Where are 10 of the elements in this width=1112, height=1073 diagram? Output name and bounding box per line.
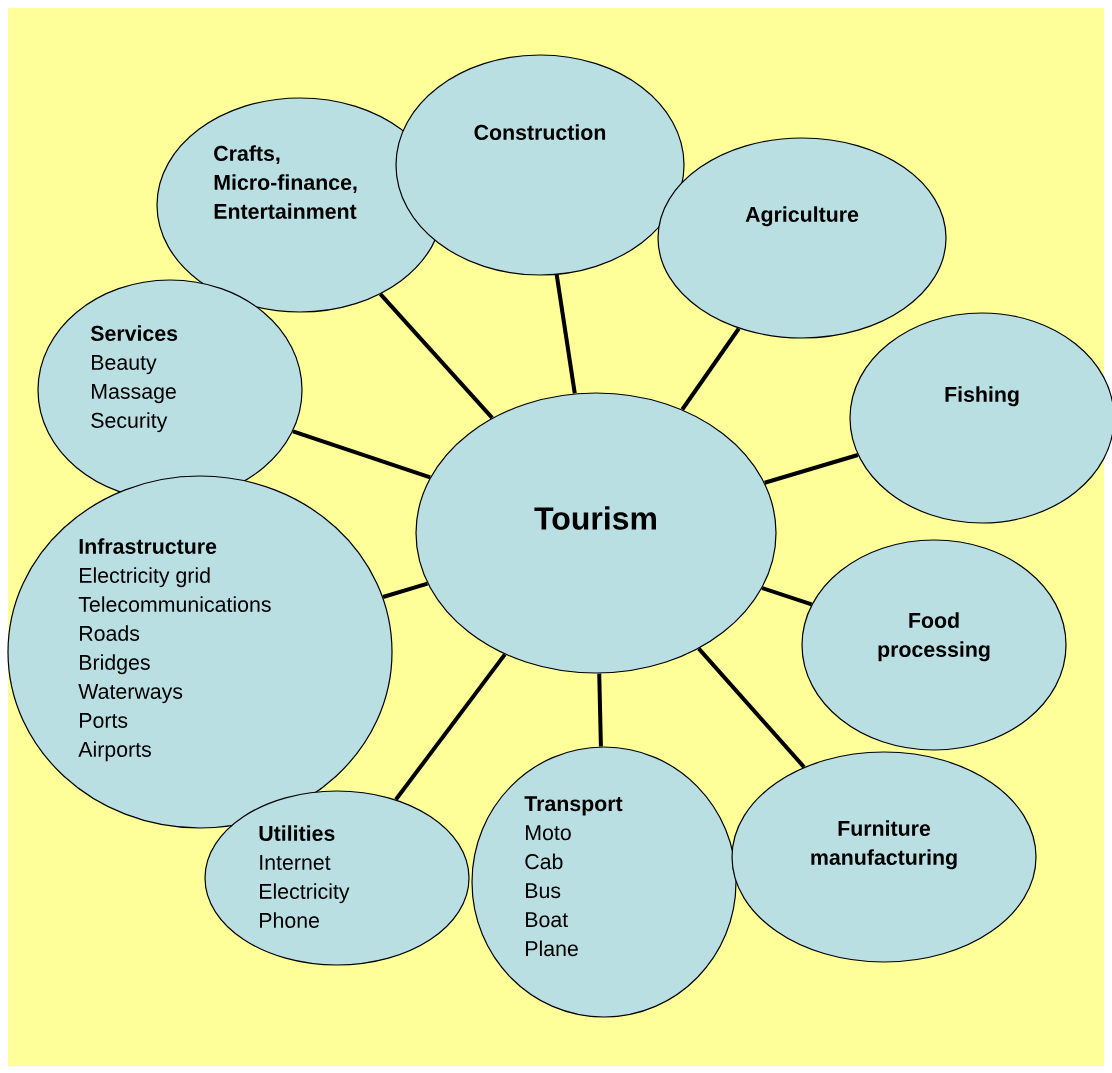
connector-line [597, 673, 603, 747]
connector-line [554, 274, 577, 394]
connector-line [761, 586, 813, 607]
connector-line [292, 429, 431, 480]
connector-line [697, 647, 806, 769]
connector-line [394, 653, 507, 801]
connector-line [764, 453, 859, 485]
connector-line [680, 327, 741, 411]
connector-line [382, 581, 429, 599]
connector-line [378, 292, 494, 420]
